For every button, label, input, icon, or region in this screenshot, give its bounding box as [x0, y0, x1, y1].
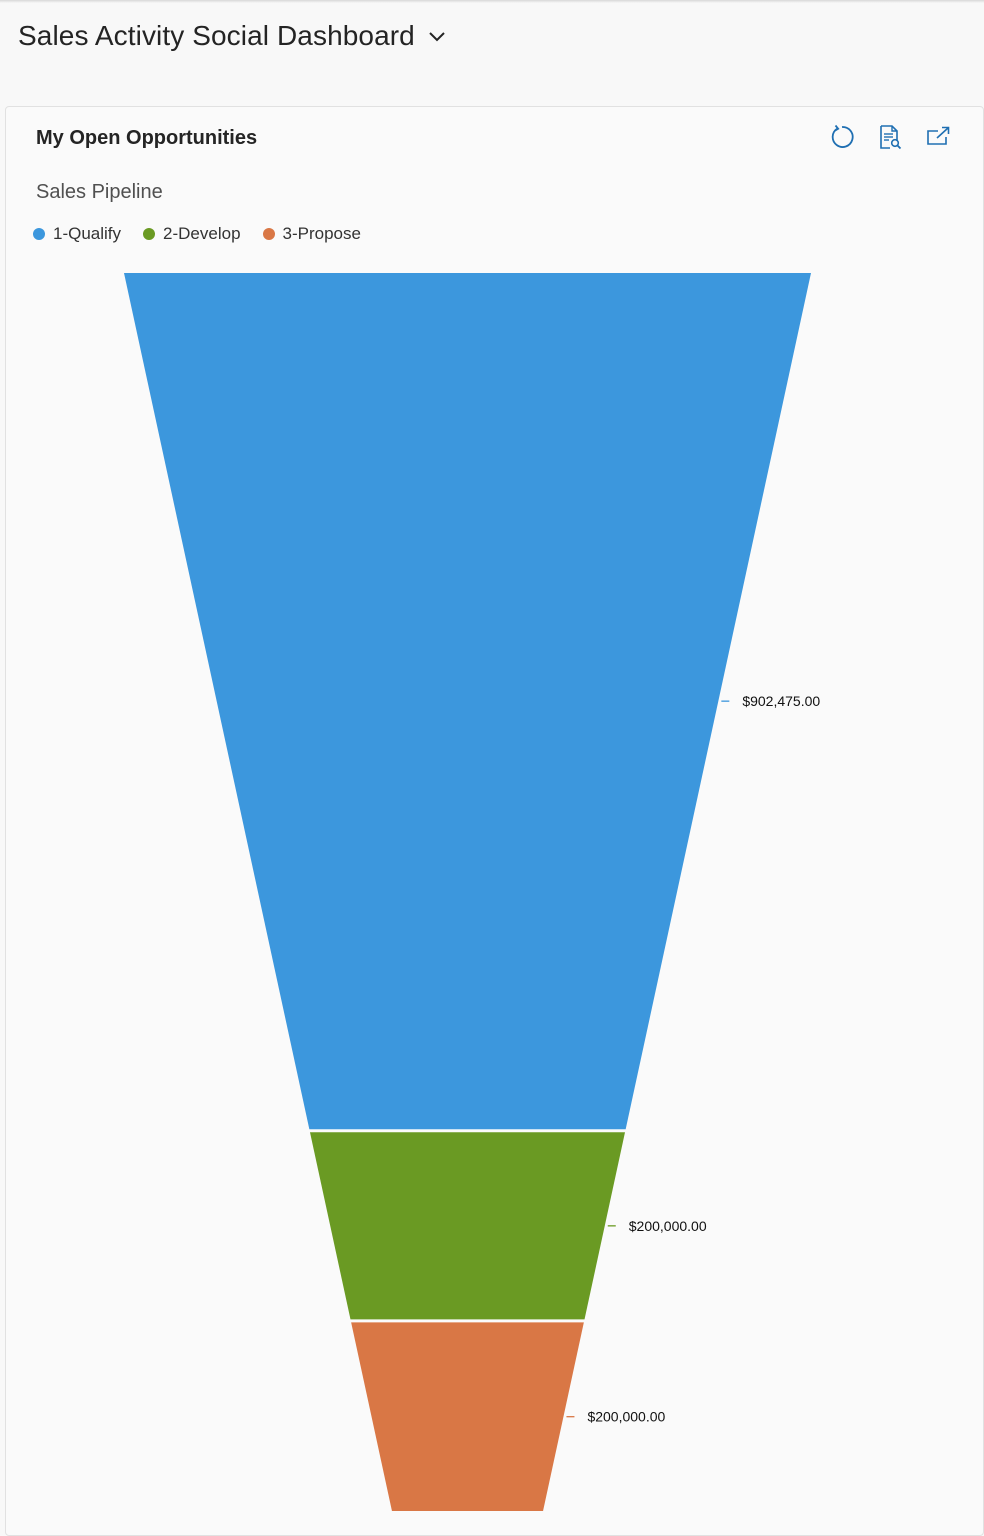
- legend-dot-icon: [33, 228, 45, 240]
- funnel-segment-3-propose[interactable]: [351, 1322, 584, 1511]
- chart-title: Sales Pipeline: [36, 181, 163, 203]
- expand-chart-icon[interactable]: [924, 123, 951, 150]
- dashboard-header: Sales Activity Social Dashboard: [18, 14, 447, 58]
- data-label: $902,475.00: [742, 693, 820, 709]
- card-title: My Open Opportunities: [36, 127, 258, 149]
- legend-label: 1-Qualify: [53, 224, 122, 243]
- legend-item-qualify[interactable]: 1-Qualify: [33, 224, 121, 244]
- legend-item-develop[interactable]: 2-Develop: [143, 224, 241, 244]
- data-label: $200,000.00: [629, 1218, 707, 1234]
- card-actions: [828, 123, 951, 150]
- legend-label: 2-Develop: [163, 224, 241, 243]
- view-records-icon[interactable]: [876, 123, 903, 150]
- top-shadow: [0, 0, 984, 3]
- funnel-segment-1-qualify[interactable]: [124, 273, 811, 1130]
- chart-legend: 1-Qualify 2-Develop 3-Propose: [33, 224, 383, 244]
- funnel-segment-2-develop[interactable]: [309, 1132, 626, 1320]
- chevron-down-icon[interactable]: [427, 26, 447, 46]
- dashboard-title[interactable]: Sales Activity Social Dashboard: [18, 20, 415, 51]
- legend-item-propose[interactable]: 3-Propose: [262, 224, 361, 244]
- legend-dot-icon: [143, 228, 156, 240]
- legend-dot-icon: [262, 228, 275, 240]
- data-label: $200,000.00: [587, 1409, 665, 1425]
- legend-label: 3-Propose: [282, 224, 361, 243]
- refresh-icon[interactable]: [828, 123, 855, 150]
